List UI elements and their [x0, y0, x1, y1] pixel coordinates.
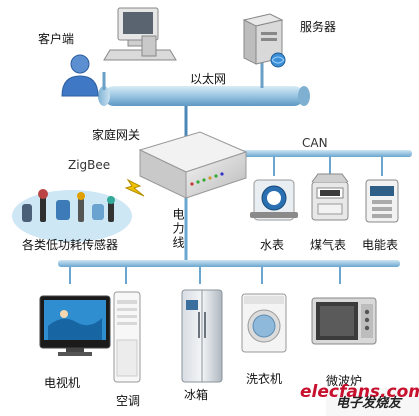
- washer-label: 洗衣机: [246, 372, 283, 386]
- can-label: CAN: [302, 136, 328, 150]
- server-icon: [242, 13, 286, 68]
- client-label: 客户端: [38, 32, 75, 46]
- gateway-label: 家庭网关: [92, 128, 141, 142]
- ac-label: 空调: [116, 394, 141, 408]
- gas-meter-label: 煤气表: [310, 238, 347, 252]
- washing-machine-icon: [241, 293, 287, 353]
- ethernet-pipe: [98, 86, 310, 106]
- watermark-cn: 电子发烧友: [336, 396, 402, 411]
- zigbee-label: ZigBee: [68, 158, 111, 172]
- server-label: 服务器: [300, 20, 337, 34]
- tv-icon: [39, 295, 111, 356]
- electric-meter-icon: [365, 179, 399, 223]
- gas-meter-icon: [311, 173, 349, 221]
- fridge-label: 冰箱: [184, 388, 209, 402]
- fridge-icon: [181, 289, 223, 383]
- tv-label: 电视机: [44, 376, 81, 390]
- power-line-label: 电力线: [171, 208, 185, 250]
- electric-meter-label: 电能表: [362, 238, 399, 252]
- water-meter-icon: [250, 179, 298, 221]
- ac-icon: [113, 291, 141, 383]
- user-icon: [61, 54, 99, 97]
- watermark-site: elecfans.com: [300, 382, 419, 402]
- sensors-label: 各类低功耗传感器: [22, 238, 119, 252]
- microwave-icon: [311, 297, 377, 345]
- microwave-label: 微波炉: [326, 374, 363, 388]
- power-line-bus: [58, 260, 400, 284]
- zigbee-link-icon: [124, 178, 145, 197]
- client-computer-icon: [103, 7, 177, 61]
- can-bus: [222, 150, 412, 176]
- home-gateway-device: [138, 131, 248, 199]
- ethernet-label: 以太网: [190, 72, 227, 86]
- sensors-cluster-icon: [12, 189, 132, 242]
- watermark-backdrop: [326, 388, 419, 416]
- water-meter-label: 水表: [260, 238, 285, 252]
